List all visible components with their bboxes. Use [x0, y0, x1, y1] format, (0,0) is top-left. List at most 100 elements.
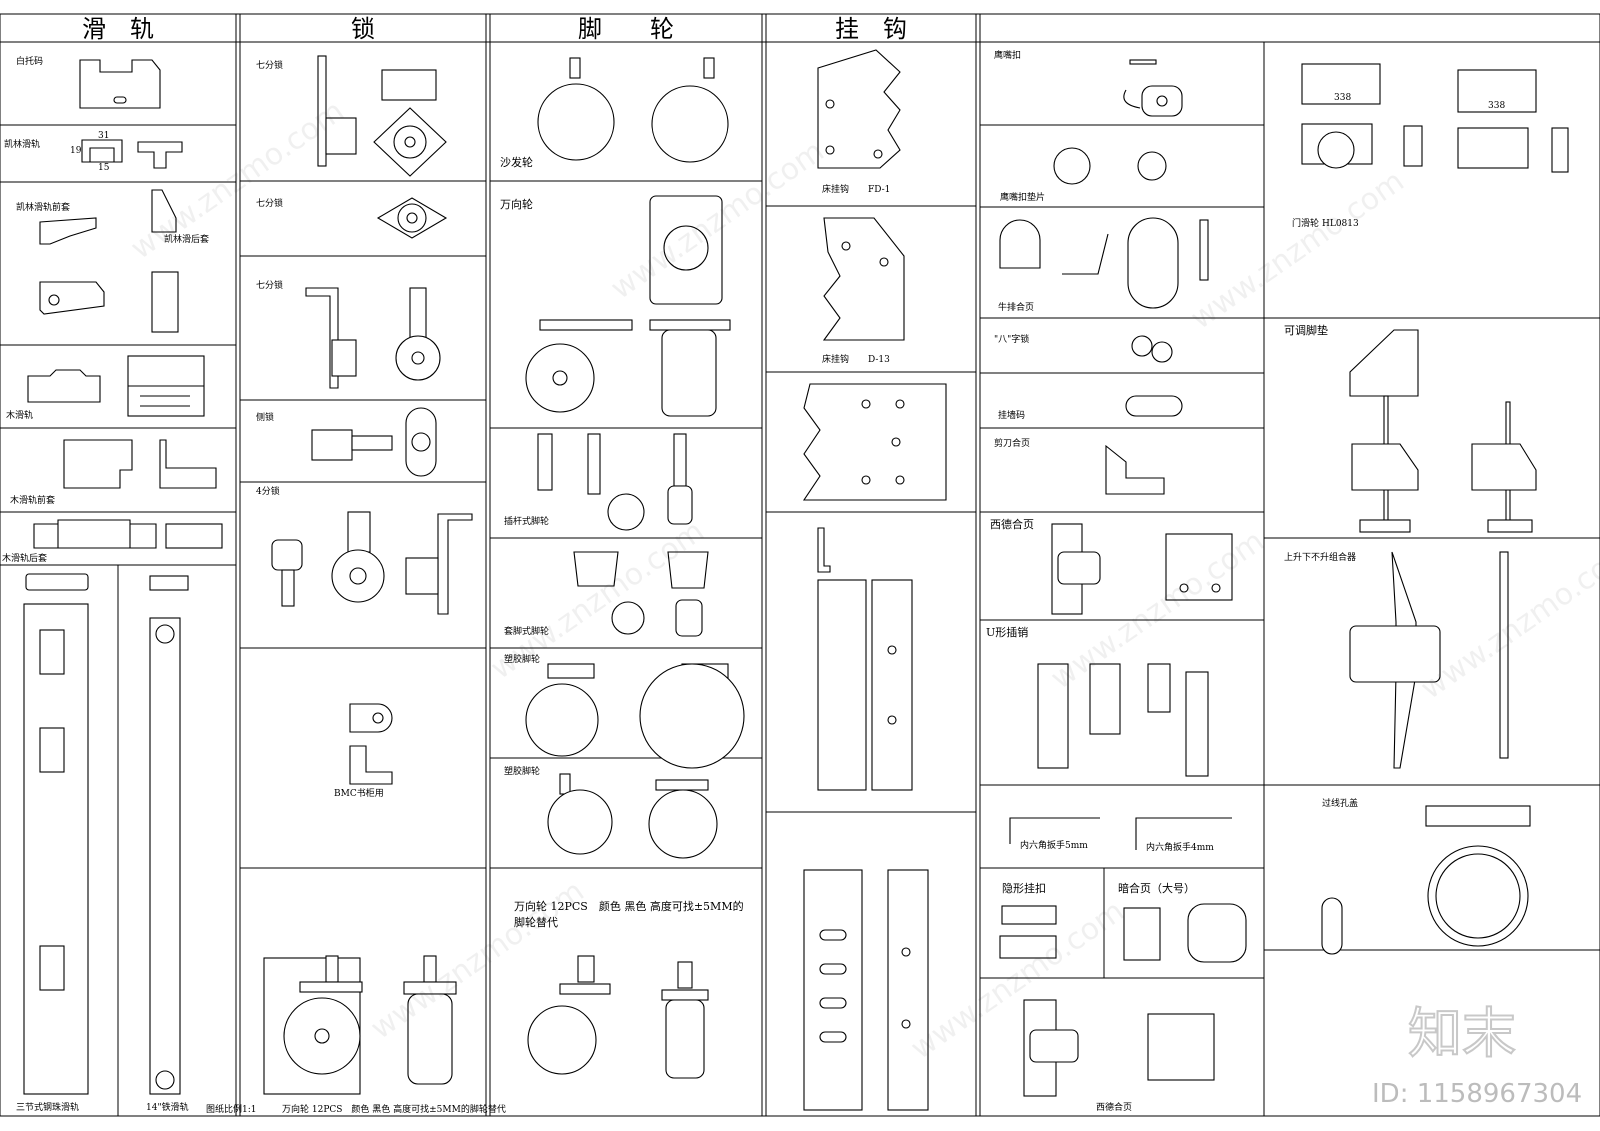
swivel-side-hub — [552, 370, 568, 386]
xide-hinge-2-cell: 西德合页 — [1023, 999, 1215, 1113]
header-hook: 挂 钩 — [835, 15, 907, 43]
wood-rail-cell: 木滑轨 — [6, 355, 205, 421]
grommet-ring-inner — [1435, 853, 1521, 939]
insert-stem-label: 插杆式脚轮 — [504, 515, 549, 527]
hex-key-4-icon — [1135, 817, 1232, 850]
bmc-bracket-top — [349, 703, 393, 733]
bed-slot-screw-2 — [901, 1019, 911, 1029]
kailin-side-drawing — [151, 271, 179, 333]
header-caster: 脚 轮 — [578, 15, 674, 43]
socket-caster-cup-2 — [667, 551, 709, 589]
note-caster-plate — [559, 983, 611, 995]
bed-hook-3-screw-2 — [895, 399, 905, 409]
leveler-top — [1349, 329, 1419, 397]
header-slide-rail: 滑 轨 — [82, 15, 154, 43]
bmc-hole — [372, 712, 384, 724]
grommet-ring — [1427, 845, 1529, 947]
lock-1-keyhole-icon — [404, 136, 416, 148]
bed-bracket-screw-2 — [887, 715, 897, 725]
insert-stem-3 — [673, 433, 687, 487]
caster-small-stem — [325, 955, 339, 983]
eagle-pad-label: 鹰嘴扣垫片 — [1000, 191, 1045, 203]
swivel-caster-cell: 万向轮 — [500, 195, 731, 417]
u-pin-4 — [1185, 671, 1209, 777]
bed-bracket-cell — [817, 527, 913, 791]
bmc-label: BMC书柜用 — [334, 787, 384, 799]
bed-slot-1 — [819, 929, 847, 941]
bed-hook-3-cell — [802, 383, 947, 501]
scissor-hinge-drawing — [1105, 444, 1165, 495]
bed-hook-2-label: 床挂钩 — [822, 353, 849, 365]
grommet-cell: 过线孔盖 — [1321, 797, 1531, 955]
hex-key-5-icon — [1009, 817, 1100, 844]
xide-hinge-cell: 西德合页 — [990, 517, 1233, 615]
header-lock: 锁 — [351, 15, 375, 43]
side-lock-cell: 侧锁 — [256, 407, 437, 477]
hidden-hook-plate-2 — [999, 935, 1057, 959]
swivel-top-bearing — [663, 225, 709, 271]
u-pin-cell: U形插销 — [986, 625, 1209, 777]
door-wheel-side-2 — [1551, 127, 1569, 173]
xide-plate — [1165, 533, 1233, 601]
footer-note: 万向轮 12PCS 颜色 黑色 高度可找±5MM的脚轮替代 — [282, 1103, 506, 1115]
bed-hook-3-screw-1 — [861, 399, 871, 409]
wood-front-cell: 木滑轨前套 — [10, 439, 217, 506]
bed-bracket-hook — [817, 527, 831, 573]
bed-hook-2-plate — [822, 217, 905, 341]
xide-screw-1 — [1179, 583, 1189, 593]
cow-hinge-side — [1062, 233, 1109, 275]
rubber-1-plate — [547, 663, 595, 679]
combiner-cell: 上升下不升组合器 — [1284, 551, 1509, 769]
wood-rear-cell: 木滑轨后套 — [2, 519, 223, 564]
dark-hinge-label: 暗合页（大号） — [1118, 881, 1195, 895]
white-holder-drawing — [79, 59, 161, 109]
bed-hook-3-screw-4 — [861, 475, 871, 485]
iron-rail-body — [149, 617, 181, 1095]
bed-slot-plate-cell — [803, 869, 929, 1111]
u-pin-1 — [1037, 663, 1069, 769]
bed-hook-1-code: FD-1 — [868, 185, 890, 195]
swivel-front-wheel — [661, 329, 717, 417]
iron-rail-wheel-top — [155, 624, 175, 644]
kailin-rail-label: 凯林滑轨 — [4, 138, 40, 150]
lock-1-cell: 七分锁 — [256, 55, 447, 177]
note-caster-stem — [577, 955, 595, 983]
steel-ball-rail-cell: 三节式钢珠滑轨 14"铁滑轨 — [16, 573, 189, 1113]
bed-slot-2 — [819, 963, 847, 975]
eagle-pad-cell: 鹰嘴扣垫片 — [1000, 147, 1167, 203]
door-code-338b: 338 — [1488, 101, 1505, 111]
lock-3-label: 七分锁 — [256, 279, 283, 291]
cow-hinge-label: 牛排合页 — [998, 301, 1034, 313]
lock-2-keyhole-icon — [406, 212, 418, 224]
lock-1-side-body — [325, 117, 357, 155]
socket-caster-label: 套脚式脚轮 — [504, 625, 549, 637]
leveler-bracket-2 — [1471, 443, 1537, 491]
combiner-body — [1349, 625, 1441, 683]
side-lock-bolt — [351, 435, 393, 451]
door-code-338a: 338 — [1334, 93, 1351, 103]
lock-2-label: 七分锁 — [256, 197, 283, 209]
hex-key-cell: 内六角扳手5mm 内六角扳手4mm — [1009, 817, 1232, 853]
kailin-rail-tee — [137, 141, 183, 169]
swivel-front-plate — [649, 319, 731, 331]
wood-rear-drawing — [33, 519, 157, 549]
bed-hook-3-screw-3 — [891, 437, 901, 447]
small-lock-stem — [347, 511, 371, 553]
bed-slot-side — [887, 869, 929, 1111]
insert-stem-cell: 插杆式脚轮 — [504, 433, 693, 531]
dim-15: 15 — [98, 163, 110, 173]
sofa-caster-label: 沙发轮 — [500, 155, 533, 169]
wood-front-drawing — [63, 439, 133, 489]
u-pin-2 — [1089, 663, 1121, 735]
u-pin-label: U形插销 — [986, 625, 1028, 639]
socket-caster-cell: 套脚式脚轮 — [504, 551, 709, 637]
insert-stem-wheel-front — [667, 485, 693, 525]
white-holder-cell: 白托码 — [16, 55, 161, 109]
cow-hinge-cover — [1127, 217, 1179, 309]
door-wheel-plate-2 — [1457, 69, 1537, 113]
sofa-caster-cell: 沙发轮 — [500, 57, 729, 169]
door-wheel-cell: 338 338 门滑轮 HL0813 — [1292, 63, 1569, 229]
bed-bracket-side — [871, 579, 913, 791]
cow-hinge-profile — [1199, 219, 1209, 281]
note-caster-plate-2 — [661, 989, 709, 1001]
